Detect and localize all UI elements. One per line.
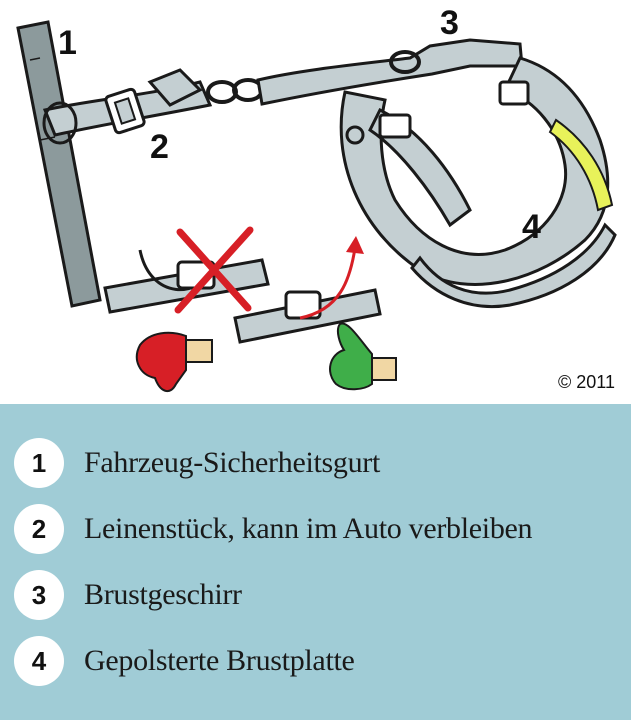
harness-illustration: 1 2 3 4 © 2011 [16,4,617,393]
thumbs-down-icon [135,331,213,393]
label-3: 3 [440,4,459,42]
legend-number-badge: 4 [14,636,64,686]
red-cross-icon [174,226,254,314]
legend-item-2: 2 Leinenstück, kann im Auto verbleiben [14,504,533,554]
copyright-text: © 2011 [558,372,615,392]
label-2: 2 [150,128,169,166]
label-1: 1 [58,24,77,62]
legend-panel: 1 Fahrzeug-Sicherheitsgurt 2 Leinenstück… [0,404,631,720]
legend-number-badge: 3 [14,570,64,620]
padded-chest-plate [410,222,617,309]
legend-number-badge: 2 [14,504,64,554]
legend-number-badge: 1 [14,438,64,488]
label-4: 4 [522,208,541,246]
harness-top-strap [256,38,524,106]
seat-belt [16,20,102,308]
legend-item-3: 3 Brustgeschirr [14,570,242,620]
legend-item-4: 4 Gepolsterte Brustplatte [14,636,355,686]
red-arrow-icon [299,247,357,320]
harness-drawing [16,20,617,393]
legend-item-label: Gepolsterte Brustplatte [84,644,355,677]
legend-item-1: 1 Fahrzeug-Sicherheitsgurt [14,438,380,488]
legend-item-label: Leinenstück, kann im Auto verbleiben [84,512,533,545]
thumbs-up-icon [329,322,397,391]
harness-body [339,56,610,286]
reflector-strip [548,118,614,212]
legend-item-label: Brustgeschirr [84,578,242,611]
legend-item-label: Fahrzeug-Sicherheitsgurt [84,446,381,479]
